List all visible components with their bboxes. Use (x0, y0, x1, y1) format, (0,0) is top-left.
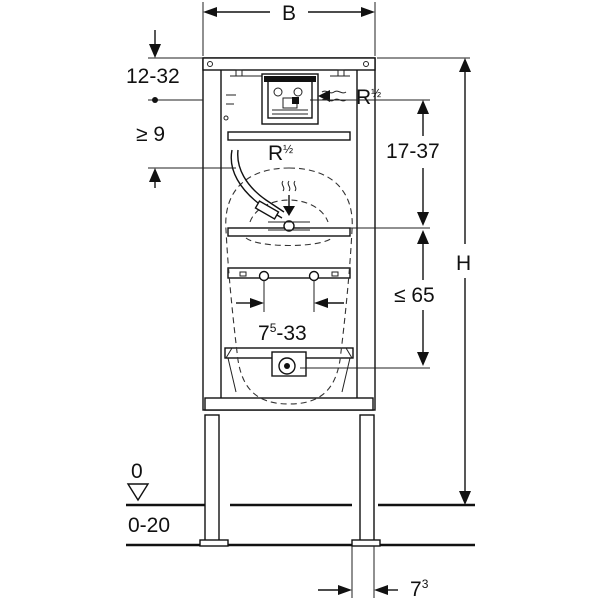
thread-top: R½ (318, 86, 381, 109)
svg-text:75-33: 75-33 (258, 321, 307, 345)
dimension-top-adjust: 12-32 (126, 30, 203, 103)
dimension-spacing: 75-33 (236, 292, 344, 345)
svg-text:73: 73 (410, 577, 429, 600)
dimension-min-depth: ≥ 9 (136, 123, 236, 188)
dimension-foot-offset: 73 (318, 546, 429, 600)
thread-top-letter: R (356, 86, 371, 109)
drain-outlet (271, 351, 307, 377)
floor-range-label: 0-20 (128, 514, 170, 537)
foot-sup: 3 (422, 577, 429, 591)
width-label: B (282, 2, 296, 25)
min-depth-label: ≥ 9 (136, 123, 165, 146)
plate-text: ufa 110 · usa 130 (272, 77, 304, 82)
floor-level-marker: 0 0-20 (126, 460, 170, 537)
max-height-label: ≤ 65 (394, 284, 435, 307)
dimension-max-height: ≤ 65 (300, 230, 435, 369)
svg-text:R½: R½ (356, 86, 381, 109)
floor-zero-label: 0 (131, 460, 143, 483)
supply-pipe (230, 149, 285, 220)
spacing-sup: 5 (270, 321, 277, 335)
dimension-vertical-range: 17-37 (300, 99, 440, 229)
urinal-outline (225, 167, 353, 405)
spacing-range: -33 (276, 322, 306, 345)
frame-legs (199, 414, 381, 547)
dimension-height: H (377, 57, 471, 505)
height-label: H (456, 252, 471, 275)
foot-base: 7 (410, 578, 422, 600)
dimension-width: B (202, 2, 376, 56)
valve (268, 180, 310, 232)
thread-mid-fraction: ½ (283, 142, 293, 156)
top-adjust-label: 12-32 (126, 65, 180, 88)
vertical-range-label: 17-37 (386, 140, 440, 163)
svg-text:R½: R½ (268, 142, 293, 165)
thread-mid: R½ (268, 142, 293, 165)
mounting-holes (239, 270, 339, 292)
floor-lines (126, 503, 475, 547)
thread-top-fraction: ½ (371, 86, 381, 100)
junction-box: ufa 110 · usa 130 (261, 73, 319, 125)
spacing-base: 7 (258, 322, 270, 345)
thread-mid-letter: R (268, 142, 283, 165)
